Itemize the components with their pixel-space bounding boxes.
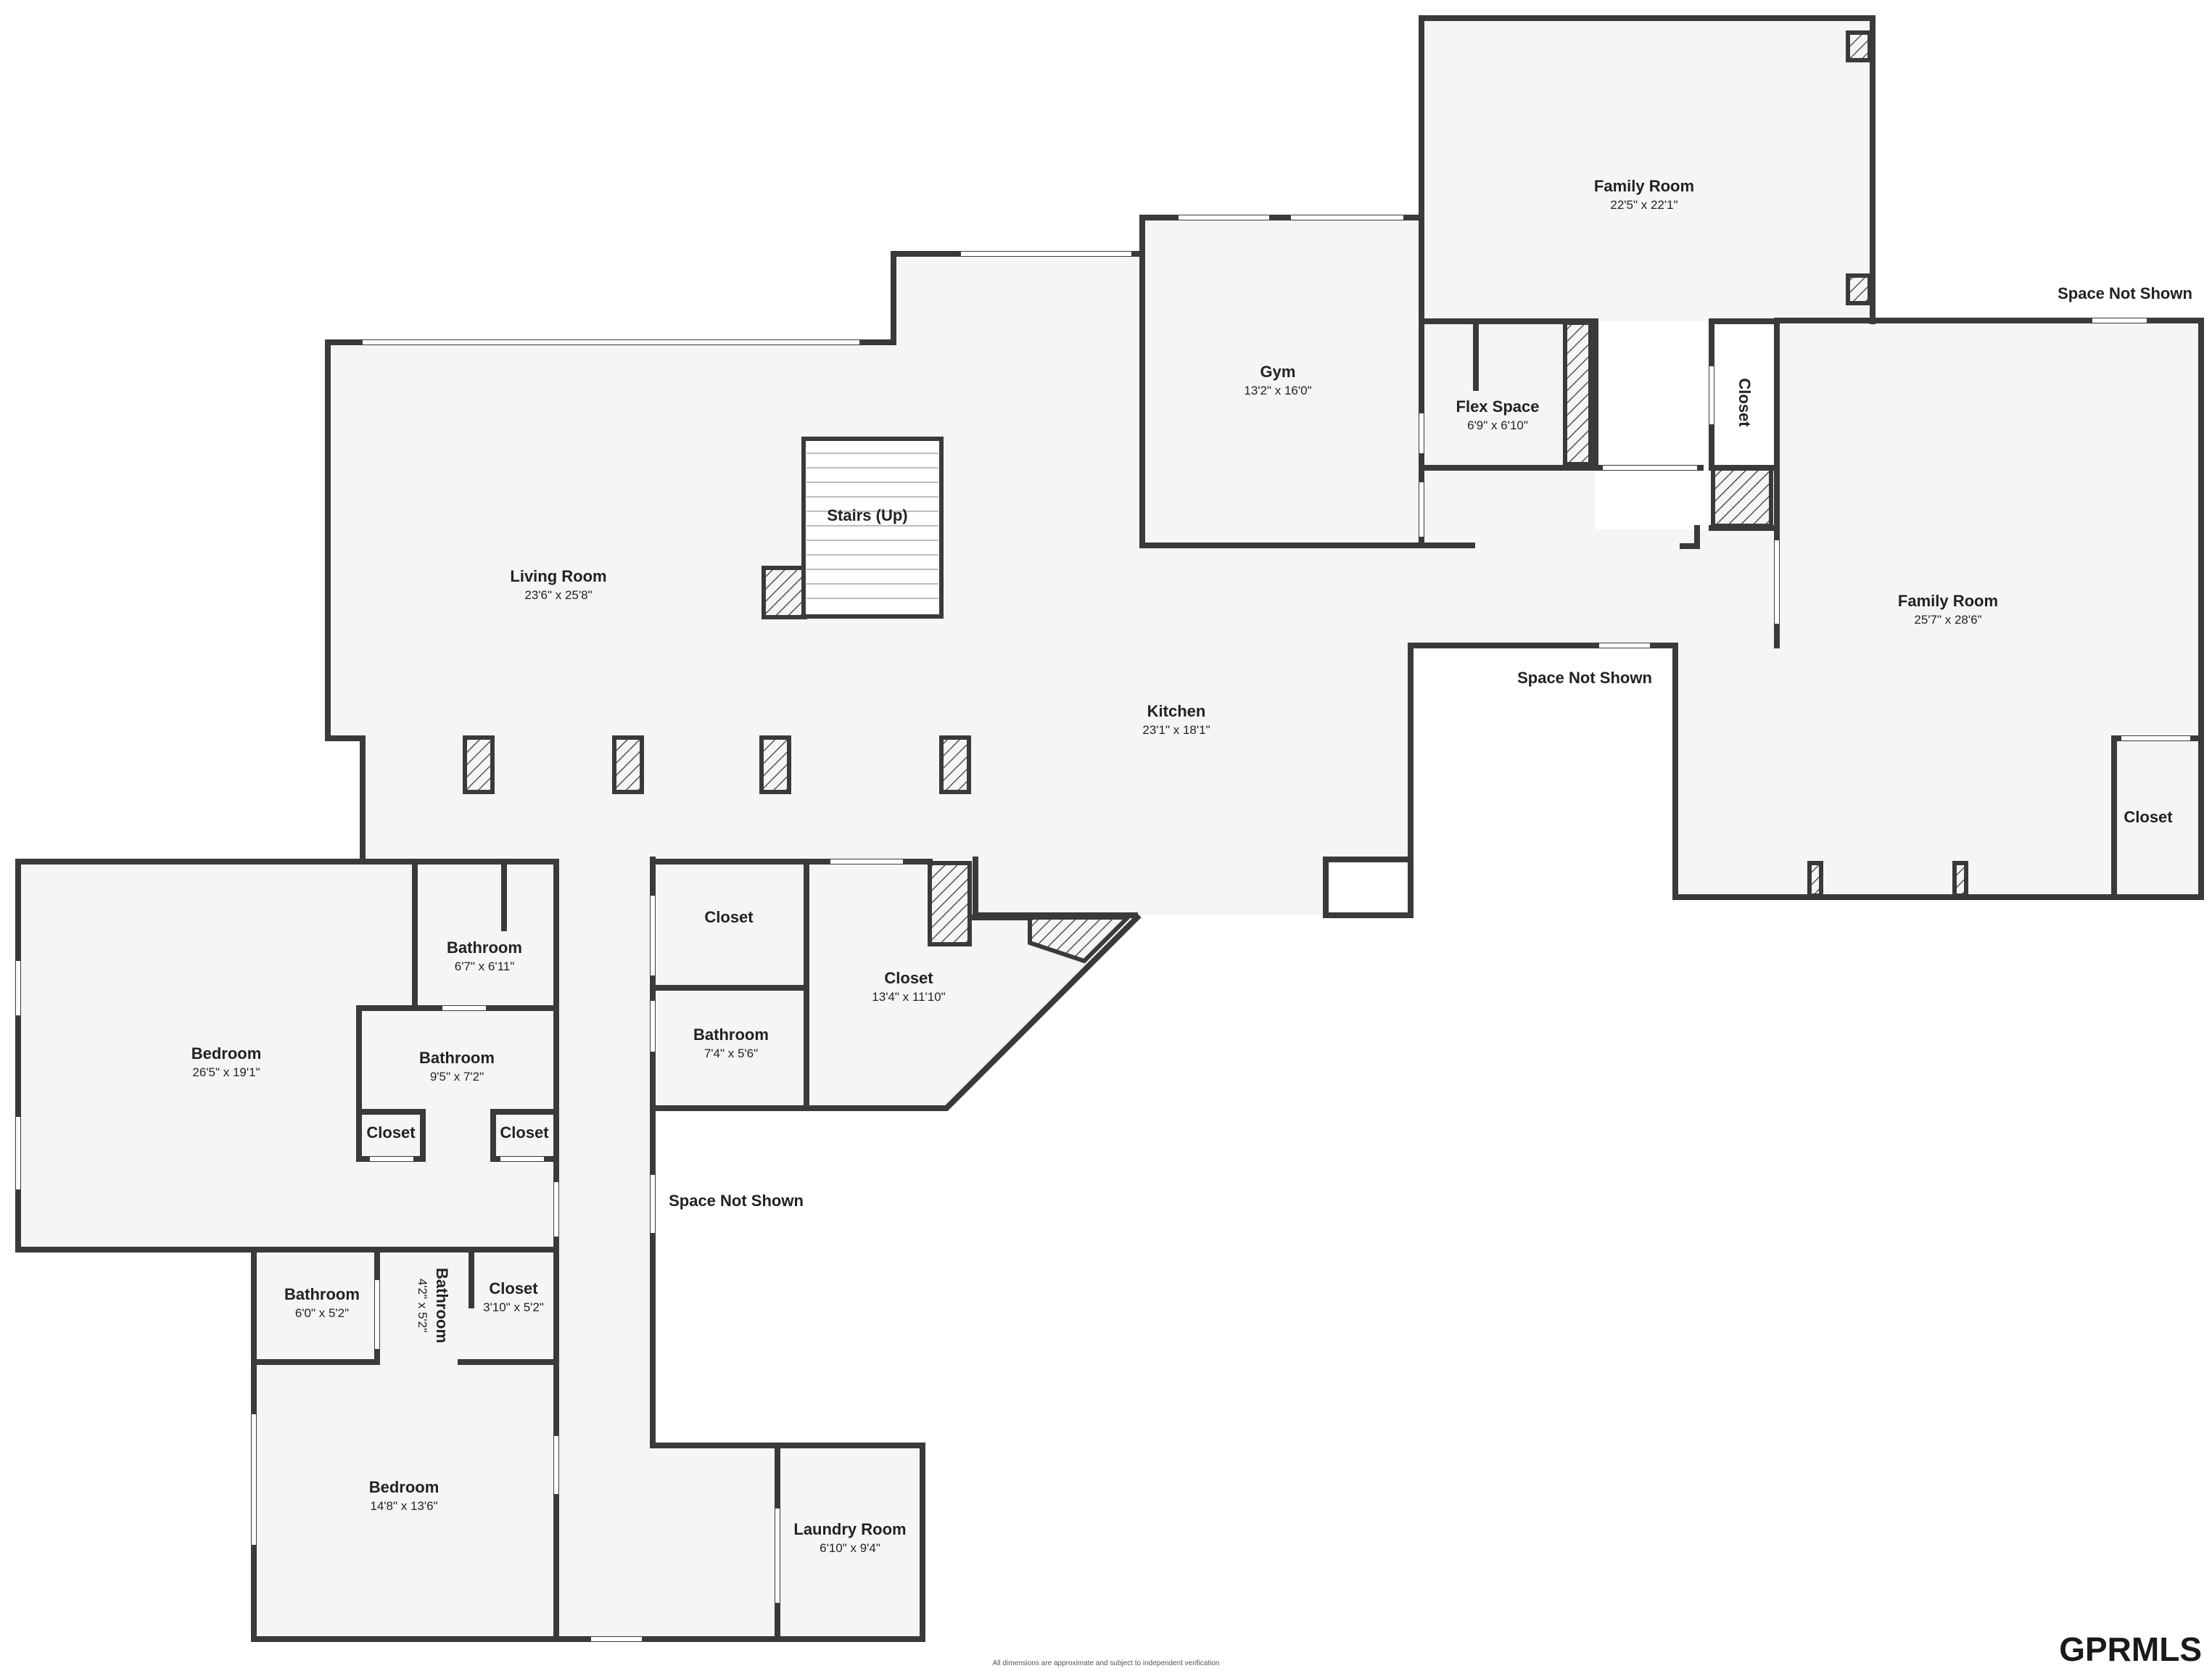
room-dims-bathroom-b: 9'5" x 7'2"	[430, 1070, 484, 1084]
room-dims-bathroom-d: 6'0" x 5'2"	[295, 1306, 349, 1320]
room-name-closet-a: Closet	[366, 1123, 416, 1142]
note-space-not-shown-middle: Space Not Shown	[1517, 669, 1652, 687]
fixture-family-bottom-2	[1952, 861, 1968, 898]
fixture-family-top-1	[1846, 30, 1872, 62]
footer-disclaimer: All dimensions are approximate and subje…	[993, 1659, 1220, 1667]
room-dims-family-room-top: 22'5" x 22'1"	[1610, 198, 1677, 212]
floor-fill	[18, 18, 2201, 1639]
room-name-bedroom-bottom: Bedroom	[369, 1478, 439, 1496]
room-labels: Living Room 23'6" x 25'8" Stairs (Up) Ki…	[191, 177, 2174, 1555]
room-name-bathroom-b: Bathroom	[419, 1049, 495, 1067]
fixture-column-3	[759, 735, 791, 794]
room-dims-family-room-right: 25'7" x 28'6"	[1914, 613, 1981, 627]
note-space-not-shown-top-right: Space Not Shown	[2058, 284, 2192, 302]
fixture-closet-block	[1711, 466, 1773, 528]
room-dims-bathroom-c: 7'4" x 5'6"	[704, 1047, 758, 1060]
openings	[16, 215, 2190, 1641]
room-dims-bathroom-a: 6'7" x 6'11"	[455, 960, 515, 973]
room-name-gym: Gym	[1260, 363, 1296, 381]
fixture-kitchen-block	[928, 861, 972, 946]
room-dims-bathroom-e: 4'2" x 5'2"	[416, 1279, 429, 1332]
room-name-living-room: Living Room	[510, 567, 606, 585]
room-name-closet-right: Closet	[2124, 808, 2173, 826]
room-dims-flex-space: 6'9" x 6'10"	[1467, 418, 1528, 432]
fixture-column-2	[612, 735, 644, 794]
room-dims-bedroom-bottom: 14'8" x 13'6"	[370, 1499, 437, 1513]
room-name-closet-d: Closet	[489, 1279, 538, 1297]
stairs-graphic	[801, 437, 944, 619]
room-name-stairs: Stairs (Up)	[827, 506, 907, 524]
room-name-family-room-top: Family Room	[1594, 177, 1694, 195]
fixture-column-1	[463, 735, 495, 794]
room-dims-living-room: 23'6" x 25'8"	[524, 588, 592, 602]
notes: Space Not Shown Space Not Shown Space No…	[669, 284, 2192, 1210]
room-name-kitchen: Kitchen	[1147, 702, 1206, 720]
room-dims-laundry-room: 6'10" x 9'4"	[820, 1541, 880, 1555]
fixture-family-bottom-1	[1807, 861, 1823, 898]
fixture-column-4	[939, 735, 971, 794]
room-name-bathroom-e: Bathroom	[433, 1268, 451, 1343]
room-dims-gym: 13'2" x 16'0"	[1244, 384, 1311, 397]
room-name-bathroom-a: Bathroom	[447, 938, 522, 957]
fixture-flex-column	[1563, 321, 1593, 466]
room-name-closet-vertical: Closet	[1736, 378, 1754, 427]
fixture-family-top-2	[1846, 273, 1872, 305]
room-name-closet-c: Closet	[704, 908, 754, 926]
room-name-laundry-room: Laundry Room	[793, 1520, 906, 1538]
room-dims-closet-big: 13'4" x 11'10"	[872, 990, 945, 1004]
note-space-not-shown-hallway: Space Not Shown	[669, 1192, 804, 1210]
room-name-closet-big: Closet	[884, 969, 933, 987]
fixture-stair-block	[762, 566, 807, 619]
room-name-bedroom-left: Bedroom	[191, 1044, 262, 1063]
room-name-bathroom-d: Bathroom	[284, 1285, 360, 1303]
room-dims-closet-d: 3'10" x 5'2"	[483, 1300, 544, 1314]
room-name-family-room-right: Family Room	[1898, 592, 1998, 610]
room-dims-kitchen: 23'1" x 18'1"	[1142, 723, 1210, 737]
room-dims-bedroom-left: 26'5" x 19'1"	[192, 1065, 260, 1079]
room-name-bathroom-c: Bathroom	[693, 1026, 769, 1044]
room-name-closet-b: Closet	[500, 1123, 549, 1142]
brand-logo: GPRMLS	[2059, 1630, 2202, 1668]
room-name-flex-space: Flex Space	[1456, 397, 1540, 416]
